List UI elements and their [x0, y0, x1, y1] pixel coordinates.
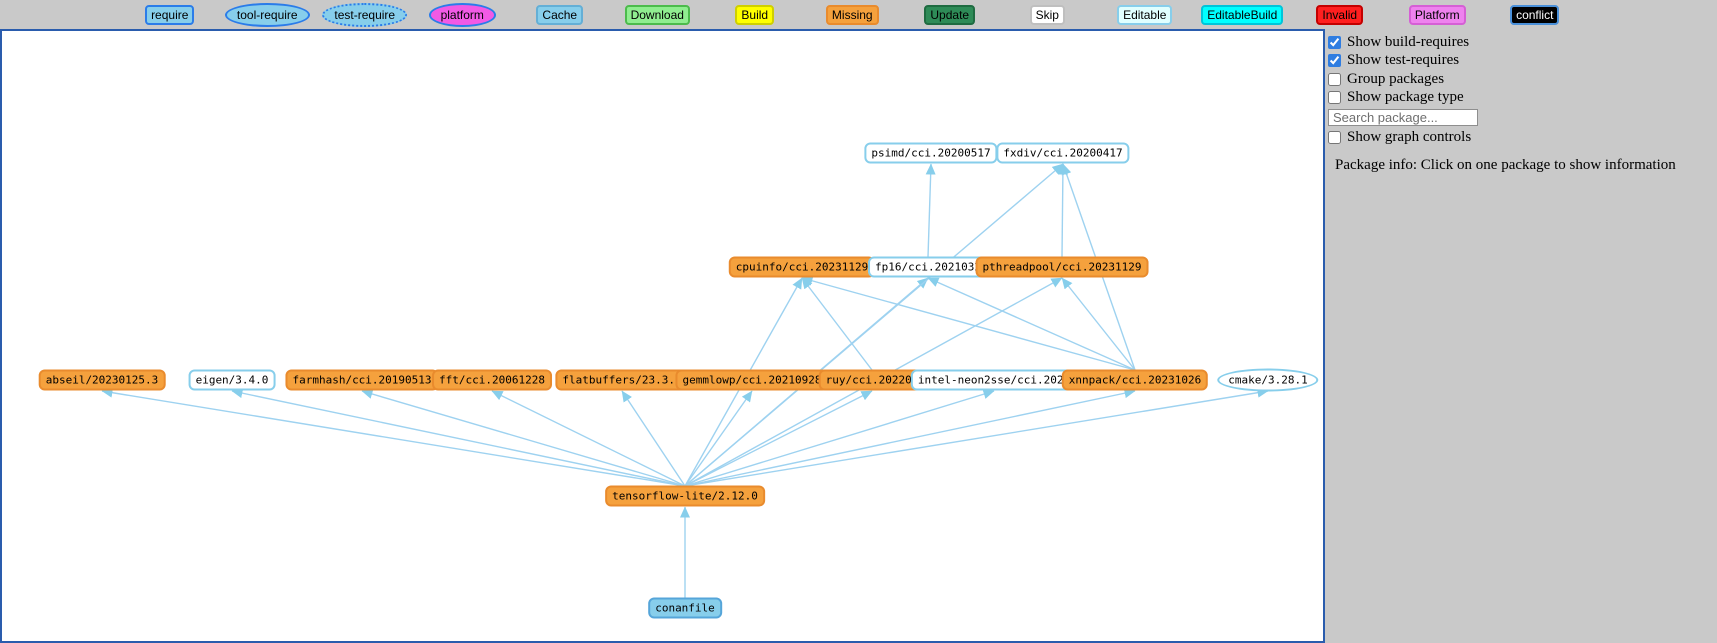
graph-edges-layer [101, 163, 1269, 598]
graph-node-pthreadpool[interactable]: pthreadpool/cci.20231129 [975, 256, 1149, 278]
graph-node-cmake[interactable]: cmake/3.28.1 [1217, 368, 1319, 392]
legend-item-skip: Skip [1029, 4, 1065, 25]
legend-item-require: require [145, 4, 195, 25]
graph-node-tensorflow-lite[interactable]: tensorflow-lite/2.12.0 [605, 485, 765, 507]
graph-node-conanfile[interactable]: conanfile [648, 597, 722, 619]
legend-item-editablebuild: EditableBuild [1201, 4, 1284, 25]
show-package-type-row: Show package type [1328, 89, 1717, 108]
legend-item-platform: platform [428, 2, 496, 27]
legend-item-invalid: Invalid [1316, 4, 1364, 25]
show-test-requires-checkbox[interactable] [1328, 54, 1341, 68]
search-package-input[interactable] [1328, 109, 1478, 126]
show-test-requires-label: Show test-requires [1347, 52, 1460, 69]
graph-node-farmhash[interactable]: farmhash/cci.20190513 [285, 369, 439, 391]
graph-node-fxdiv[interactable]: fxdiv/cci.20200417 [996, 142, 1130, 164]
legend-item-test-require: test-require [322, 2, 408, 27]
graph-node-fp16[interactable]: fp16/cci.2021032 [868, 256, 988, 278]
graph-node-abseil[interactable]: abseil/20230125.3 [38, 369, 166, 391]
graph-node-intel-neon2sse[interactable]: intel-neon2sse/cci.2021 [910, 369, 1078, 391]
show-build-requires-row: Show build-requires [1328, 33, 1717, 52]
legend-item-conflict: conflict [1510, 4, 1560, 25]
legend-item-update: Update [924, 4, 976, 25]
group-packages-row: Group packages [1328, 70, 1717, 89]
legend-item-download: Download [624, 4, 690, 25]
graph-node-flatbuffers[interactable]: flatbuffers/23.3.3 [555, 369, 689, 391]
graph-node-cpuinfo[interactable]: cpuinfo/cci.20231129 [728, 256, 876, 278]
package-info-text: Package info: Click on one package to sh… [1335, 156, 1676, 173]
graph-node-ruy[interactable]: ruy/cci.202206 [818, 369, 926, 391]
legend-item-tool-require: tool-require [224, 2, 310, 27]
legend-item-missing: Missing [825, 4, 879, 25]
graph-node-xnnpack[interactable]: xnnpack/cci.20231026 [1061, 369, 1209, 391]
group-packages-checkbox[interactable] [1328, 72, 1341, 86]
legend-item-editable: Editable [1117, 4, 1173, 25]
legend-item-cache: Cache [536, 4, 584, 25]
graph-node-psimd[interactable]: psimd/cci.20200517 [864, 142, 998, 164]
graph-node-fft[interactable]: fft/cci.20061228 [432, 369, 552, 391]
show-graph-controls-row: Show graph controls [1328, 128, 1717, 147]
legend-item-platform: Platform [1408, 4, 1466, 25]
show-graph-controls-checkbox[interactable] [1328, 130, 1341, 144]
show-build-requires-label: Show build-requires [1347, 33, 1470, 50]
show-test-requires-row: Show test-requires [1328, 52, 1717, 71]
graph-node-eigen[interactable]: eigen/3.4.0 [188, 369, 276, 391]
graph-node-gemmlowp[interactable]: gemmlowp/cci.20210928 [675, 369, 829, 391]
show-graph-controls-label: Show graph controls [1347, 128, 1472, 145]
legend-bar: require tool-require test-require platform C… [0, 0, 1717, 29]
show-package-type-checkbox[interactable] [1328, 91, 1341, 105]
show-package-type-label: Show package type [1347, 89, 1464, 106]
show-build-requires-checkbox[interactable] [1328, 35, 1341, 49]
group-packages-label: Group packages [1347, 70, 1445, 87]
legend-item-build: Build [735, 4, 775, 25]
